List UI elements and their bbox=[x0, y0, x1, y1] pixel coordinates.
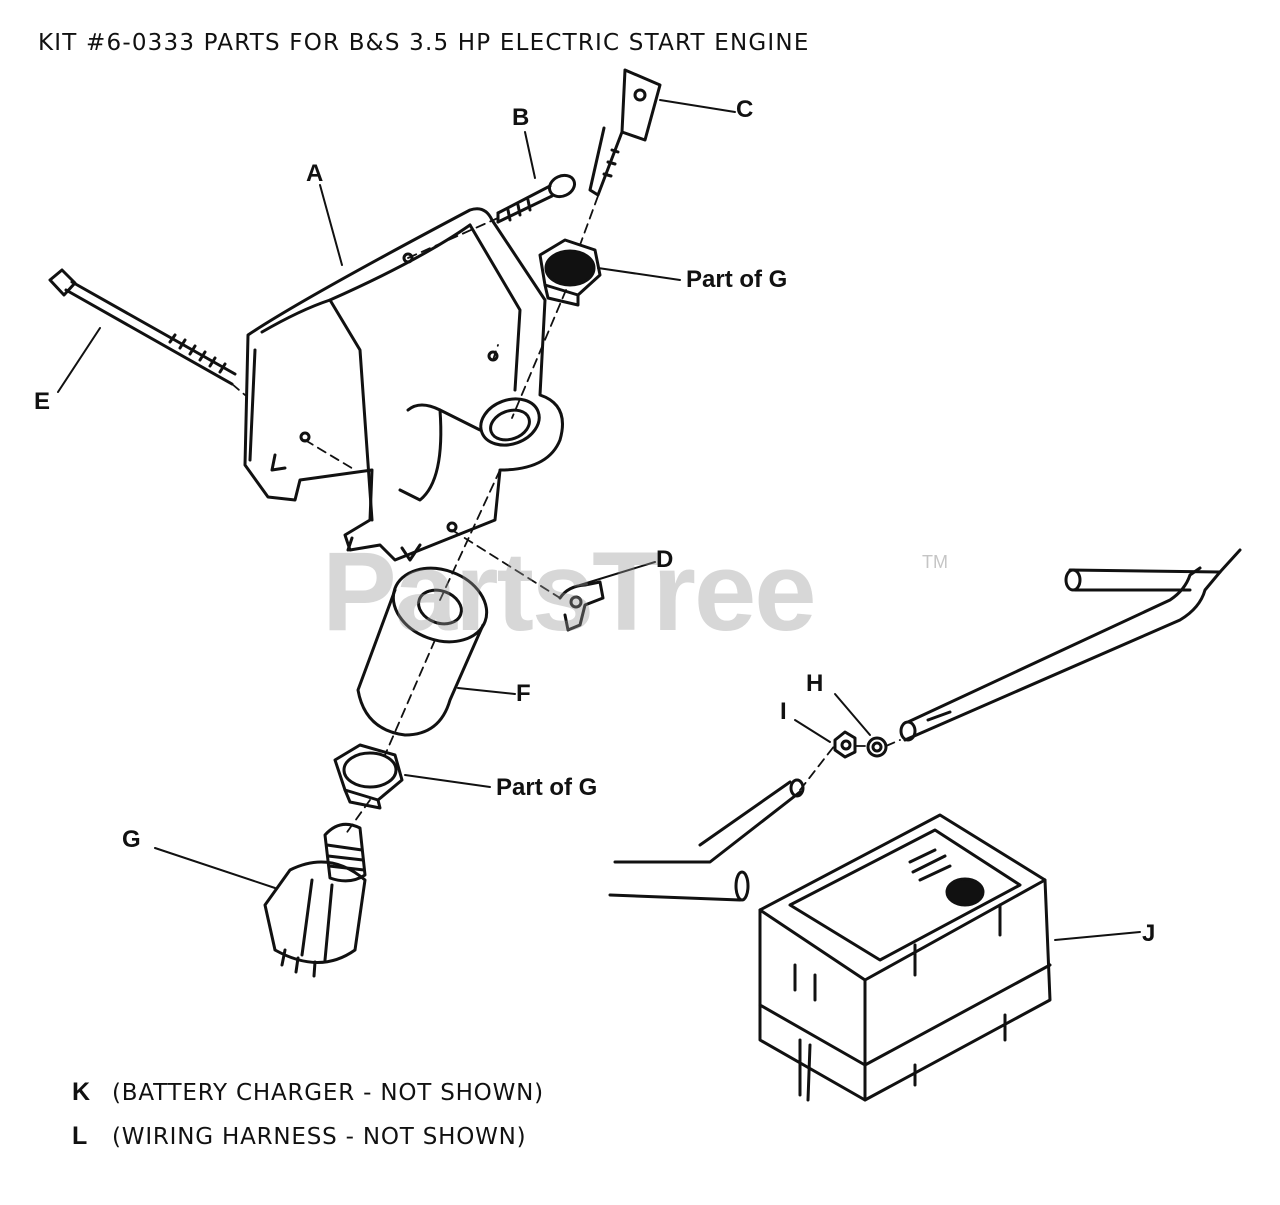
callout-f: F bbox=[516, 680, 531, 707]
key-part-c bbox=[588, 68, 662, 197]
trademark-mark: TM bbox=[922, 552, 948, 572]
callout-part-of-g-bottom: Part of G bbox=[496, 774, 598, 801]
nut-part-of-g-bottom bbox=[333, 743, 404, 810]
note-text: (BATTERY CHARGER - NOT SHOWN) bbox=[112, 1080, 544, 1106]
nut-part-i bbox=[833, 730, 857, 759]
leader-lines bbox=[57, 99, 1141, 941]
callout-a: A bbox=[306, 160, 324, 187]
bracket-part-a bbox=[243, 207, 564, 562]
nut-part-of-g-top bbox=[538, 238, 602, 307]
bolt-part-e bbox=[48, 268, 237, 386]
callout-part-of-g-top: Part of G bbox=[686, 266, 788, 293]
handle-tube-lower bbox=[608, 778, 805, 902]
note-key: L bbox=[72, 1122, 89, 1150]
screw-part-b bbox=[496, 173, 577, 224]
diagram-title: KIT #6-0333 PARTS FOR B&S 3.5 HP ELECTRI… bbox=[38, 30, 810, 56]
assembly-lines bbox=[231, 195, 901, 836]
callout-j: J bbox=[1142, 920, 1156, 947]
callout-e: E bbox=[34, 388, 51, 415]
note-text: (WIRING HARNESS - NOT SHOWN) bbox=[112, 1124, 527, 1150]
callout-h: H bbox=[806, 670, 824, 697]
callout-c: C bbox=[736, 96, 754, 123]
watermark: PartsTree bbox=[322, 529, 817, 654]
note-l: L (WIRING HARNESS - NOT SHOWN) bbox=[72, 1122, 526, 1151]
callout-d: D bbox=[656, 546, 674, 573]
ignition-switch-part-g bbox=[263, 822, 367, 978]
callout-i: I bbox=[780, 698, 787, 725]
note-key: K bbox=[72, 1078, 91, 1106]
battery-box-part-j bbox=[758, 813, 1052, 1102]
callout-b: B bbox=[512, 104, 530, 131]
note-k: K (BATTERY CHARGER - NOT SHOWN) bbox=[72, 1078, 544, 1107]
callout-g: G bbox=[122, 826, 141, 853]
handle-tube-upper bbox=[899, 548, 1242, 742]
washer-part-h bbox=[866, 736, 888, 758]
